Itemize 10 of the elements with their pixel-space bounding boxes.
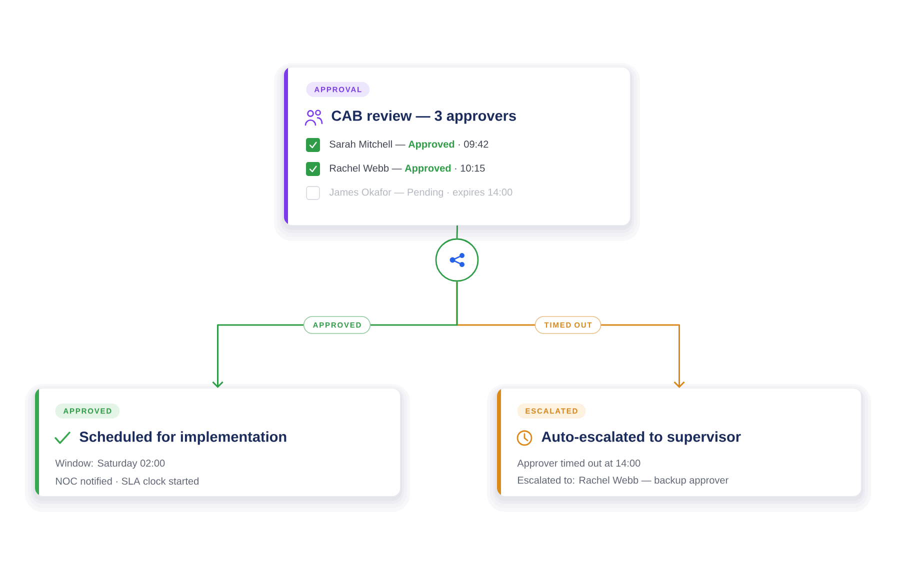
approver-status: James Okafor — Pending · expires 14:00: [329, 188, 512, 198]
detail-text: NOC notified · SLA clock started: [56, 477, 198, 485]
card-title: Auto-escalated to supervisor: [542, 431, 741, 445]
detail-text: Window: Saturday 02:00: [55, 459, 165, 469]
card-title: Scheduled for implementation: [80, 431, 286, 445]
approver-status: Rachel Webb — Approved · 10:15: [330, 164, 485, 174]
detail-text: Approver timed out at 14:00: [517, 459, 640, 469]
card-title: CAB review — 3 approvers: [332, 110, 516, 124]
detail-text: Escalated to: Rachel Webb — backup approver: [518, 476, 728, 486]
approver-status: Sarah Mitchell — Approved · 09:42: [330, 140, 488, 150]
